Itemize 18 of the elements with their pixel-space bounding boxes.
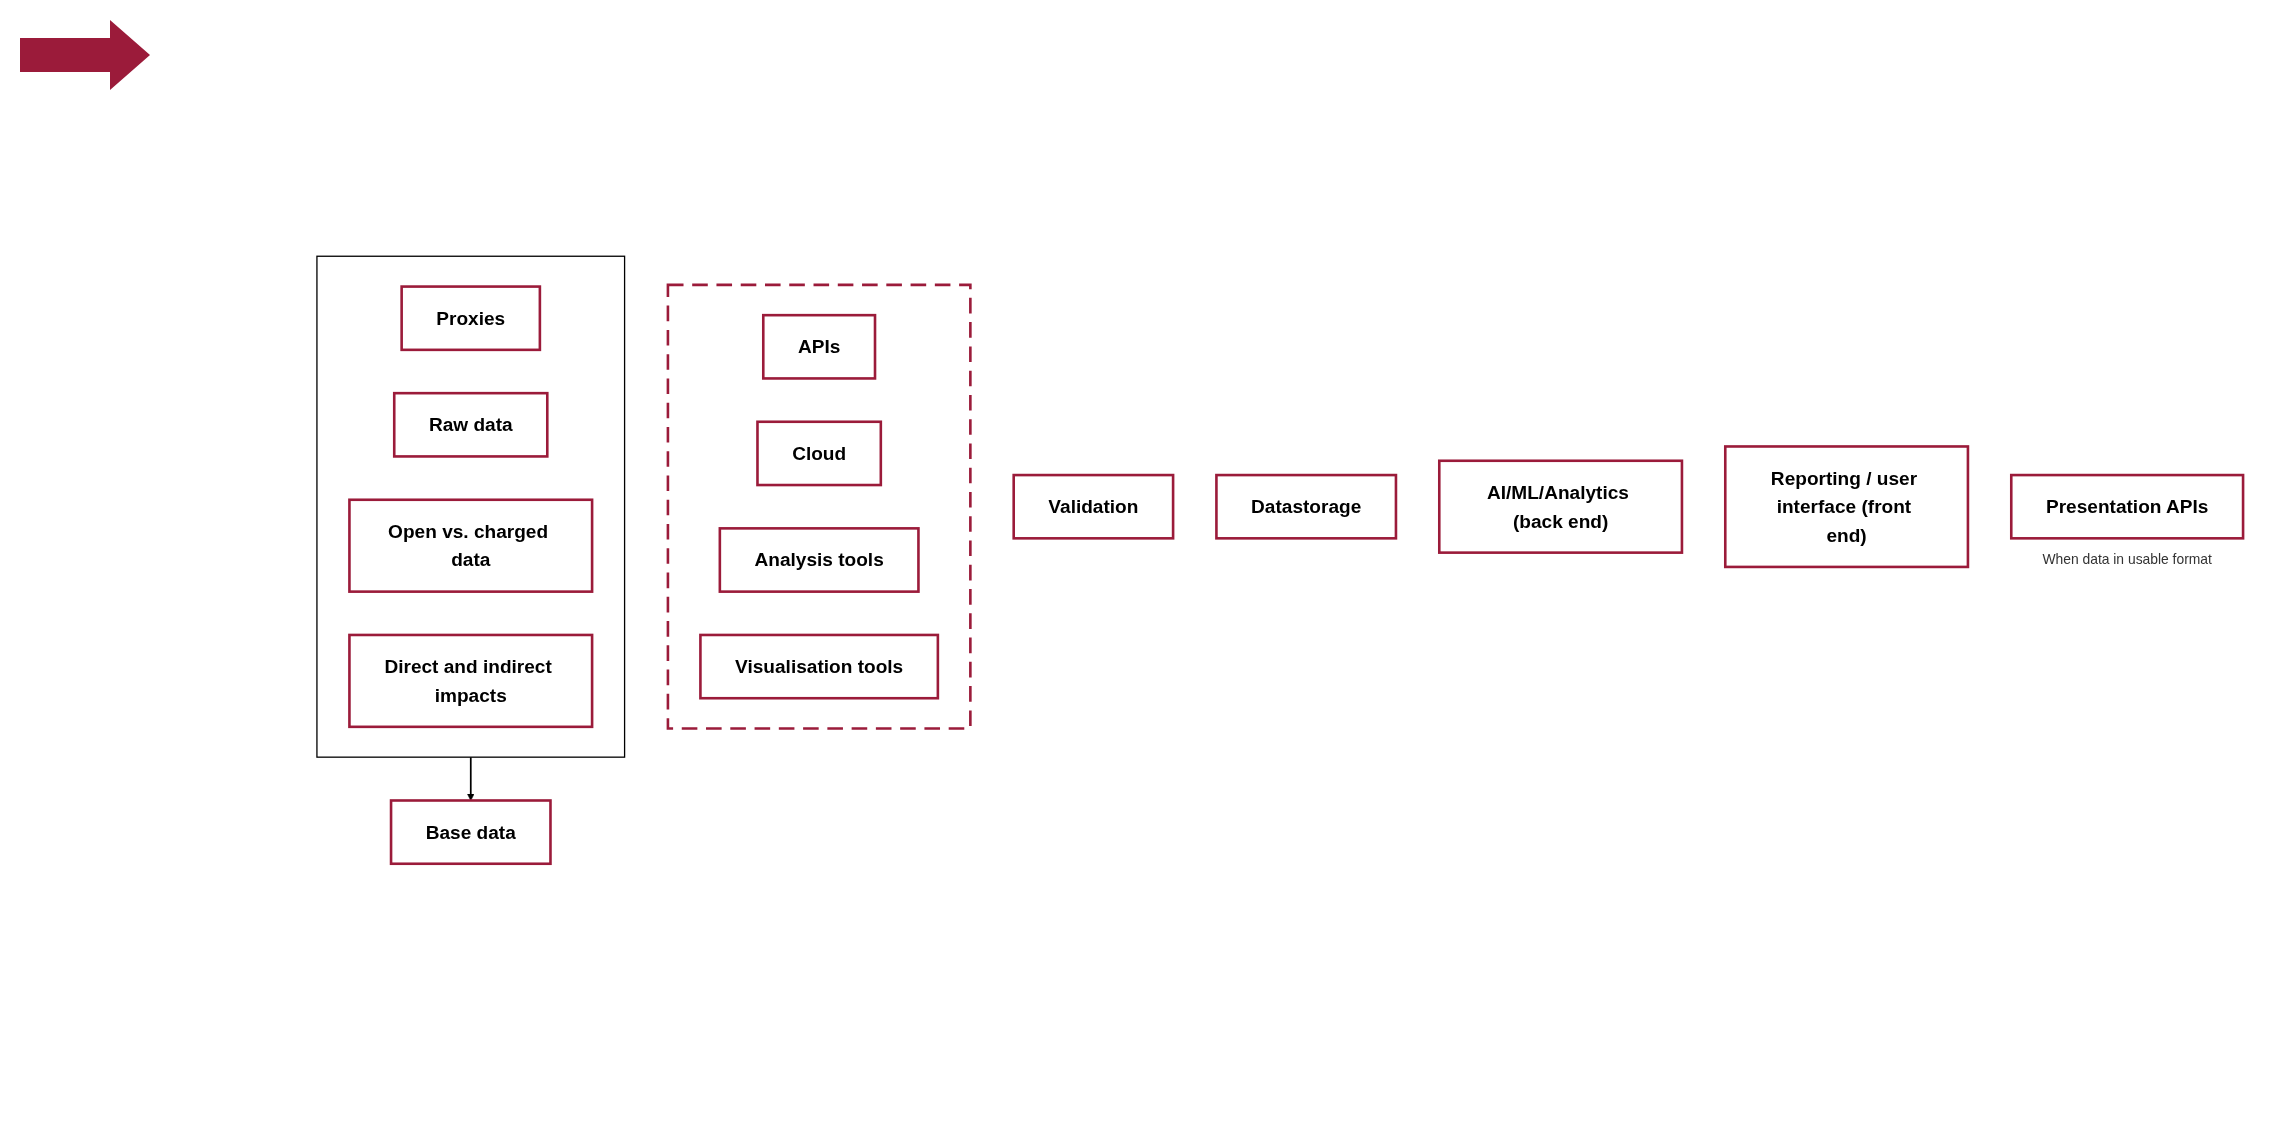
node-box: Visualisation tools xyxy=(699,633,940,700)
node-box: Datastorage xyxy=(1215,473,1398,540)
node-box: Reporting / user interface (front end) xyxy=(1724,445,1970,569)
node-box: Proxies xyxy=(400,285,542,352)
node-box: Open vs. charged data xyxy=(348,498,594,593)
cluster xyxy=(316,255,626,758)
node-box: AI/ML/Analytics (back end) xyxy=(1438,459,1684,554)
arrow xyxy=(466,756,475,801)
node-box: Base data xyxy=(389,799,552,866)
node-box: Analysis tools xyxy=(718,527,920,593)
node-box: Raw data xyxy=(392,391,549,458)
node-box: Direct and indirect impacts xyxy=(348,633,594,729)
node-box: Presentation APIs xyxy=(2009,473,2245,540)
node-caption: When data in usable format xyxy=(2042,551,2212,568)
node-box: Cloud xyxy=(756,420,883,487)
cluster xyxy=(666,283,972,730)
node-box: Validation xyxy=(1012,473,1175,540)
node-box: APIs xyxy=(762,313,877,380)
